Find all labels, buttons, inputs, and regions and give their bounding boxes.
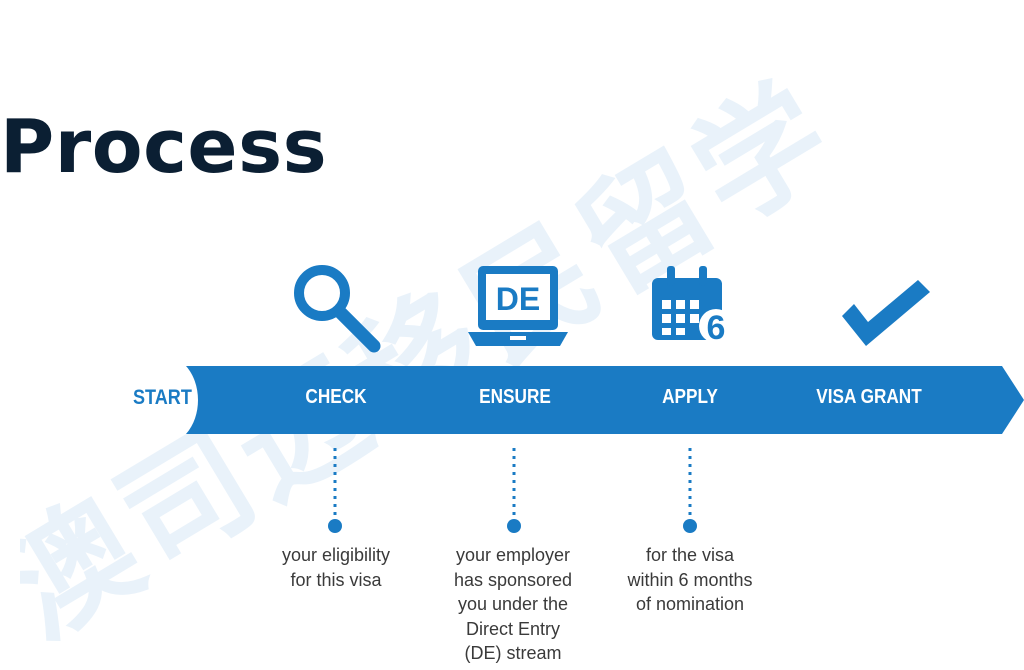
desc-line: of nomination — [635, 594, 745, 614]
desc-line: you under the — [457, 594, 569, 614]
connector-dot-ensure — [507, 519, 521, 533]
desc-line: Direct Entry — [465, 618, 561, 639]
step-label-ensure: ENSURE — [479, 386, 551, 408]
step-label-apply: APPLY — [662, 386, 718, 408]
desc-line: for this visa — [290, 569, 382, 590]
step-desc-apply: for the visa within 6 months of nominati… — [600, 543, 780, 617]
step-desc-ensure: your employer has sponsored you under th… — [423, 543, 603, 666]
laptop-de-icon: DE — [468, 266, 568, 346]
connector-dot-check — [328, 519, 342, 533]
calendar-number: 6 — [707, 309, 726, 347]
desc-line: (DE) stream — [464, 643, 562, 663]
step-desc-check: your eligibility for this visa — [246, 543, 426, 592]
step-label-check: CHECK — [305, 386, 367, 408]
desc-line: for the visa — [645, 545, 735, 565]
magnifier-icon — [294, 265, 381, 353]
start-label: START — [133, 386, 192, 409]
step-label-visa-grant: VISA GRANT — [816, 386, 922, 408]
checkmark-icon — [842, 280, 930, 346]
connector-dot-apply — [683, 519, 697, 533]
timeline-arrow — [186, 366, 1024, 434]
connectors — [333, 448, 692, 518]
calendar-icon: 6 — [652, 266, 733, 347]
desc-line: within 6 months — [627, 569, 753, 590]
laptop-de-text: DE — [496, 281, 540, 317]
desc-line: has sponsored — [453, 569, 573, 590]
page-title: Process — [0, 104, 328, 190]
desc-line: your employer — [455, 545, 571, 565]
desc-line: your eligibility — [281, 545, 391, 565]
